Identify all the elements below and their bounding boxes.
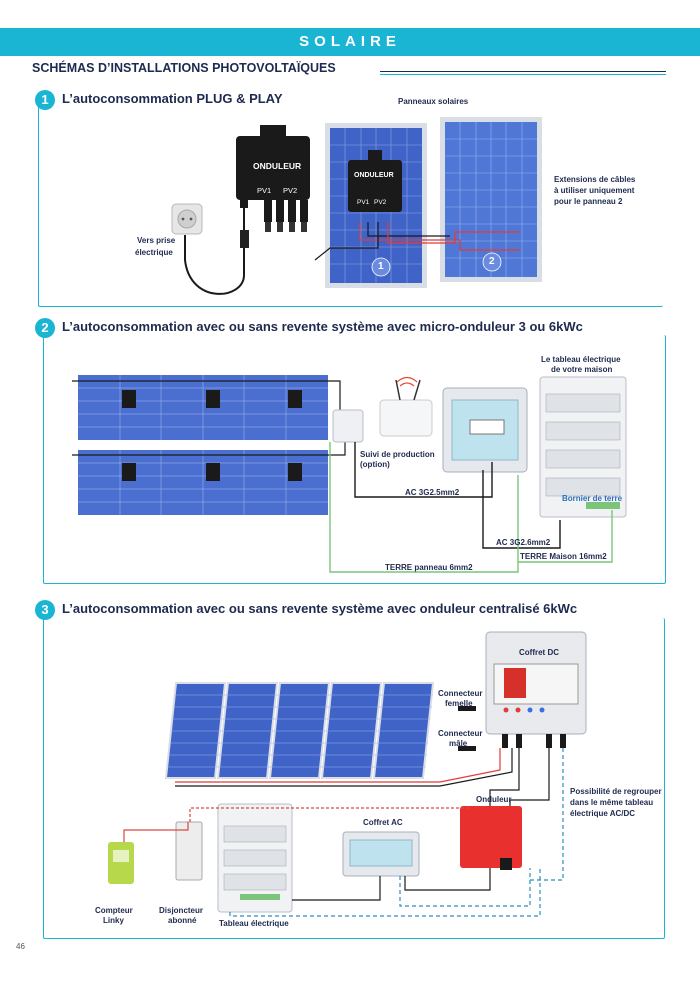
regroup-label-2: dans le même tableau	[570, 798, 654, 807]
pv1-label-small: PV1	[357, 199, 370, 206]
tableau-label: Tableau électrique	[219, 919, 289, 928]
monitor-label-2: (option)	[360, 460, 390, 469]
section-1-number: 1	[35, 90, 55, 110]
compteur-label-1: Compteur	[95, 906, 133, 915]
bornier-label: Bornier de terre	[562, 494, 623, 503]
page-heading: SCHÉMAS D’INSTALLATIONS PHOTOVOLTAÏQUES	[32, 61, 336, 75]
cable-ac-2-6: AC 3G2.6mm2	[496, 538, 551, 547]
socket-label-1: Vers prise	[137, 236, 176, 245]
section-2-title: L’autoconsommation avec ou sans revente …	[62, 319, 583, 334]
panel-array	[164, 682, 435, 779]
extension-label-2: à utiliser uniquement	[554, 186, 635, 195]
terre-panneau-label: TERRE panneau 6mm2	[385, 563, 473, 572]
panels-label: Panneaux solaires	[398, 97, 469, 106]
onduleur-label: Onduleur	[476, 795, 512, 804]
terre-maison-label: TERRE Maison 16mm2	[520, 552, 607, 561]
cable-ac-2-5: AC 3G2.5mm2	[405, 488, 460, 497]
connecteur-male-label-2: mâle	[449, 739, 468, 748]
pv2-label: PV2	[283, 186, 298, 195]
inverter-label-small: ONDULEUR	[354, 172, 394, 179]
section-banner	[0, 28, 700, 56]
monitor-label-1: Suivi de production	[360, 450, 435, 459]
heading-rule-accent	[380, 74, 666, 75]
disjoncteur-label-2: abonné	[168, 916, 197, 925]
disjoncteur-label-1: Disjoncteur	[159, 906, 204, 915]
panel-1-number: 1	[378, 261, 384, 272]
board-label-1: Le tableau électrique	[541, 355, 621, 364]
panel-2-number: 2	[489, 256, 495, 267]
compteur-label-2: Linky	[103, 916, 124, 925]
banner-title: SOLAIRE	[299, 33, 401, 50]
connecteur-femelle-label-1: Connecteur	[438, 689, 483, 698]
solar-panel-2	[440, 117, 542, 282]
regroup-label-3: électrique AC/DC	[570, 809, 636, 818]
pv2-label-small: PV2	[374, 199, 387, 206]
inverter-label: ONDULEUR	[253, 161, 302, 171]
coffret-dc-label: Coffret DC	[519, 648, 559, 657]
extension-label-3: pour le panneau 2	[554, 197, 623, 206]
board-label-2: de votre maison	[551, 365, 613, 374]
extension-label-1: Extensions de câbles	[554, 175, 636, 184]
socket-label-2: électrique	[135, 248, 173, 257]
section-2-number: 2	[35, 318, 55, 338]
heading-rule	[380, 71, 666, 72]
connecteur-femelle-label-2: femelle	[445, 699, 473, 708]
connecteur-male-label-1: Connecteur	[438, 729, 483, 738]
pv1-label: PV1	[257, 186, 272, 195]
section-1-title: L’autoconsommation PLUG & PLAY	[62, 91, 283, 106]
regroup-label-1: Possibilité de regrouper	[570, 787, 662, 796]
micro-inverter-diagram	[72, 375, 627, 573]
panel-row-bottom	[78, 450, 328, 515]
section-3-number: 3	[35, 600, 55, 620]
coffret-ac-label: Coffret AC	[363, 818, 403, 827]
section-3-title: L’autoconsommation avec ou sans revente …	[62, 601, 578, 616]
page-number: 46	[16, 942, 25, 951]
plug-and-play-diagram	[171, 117, 542, 295]
panel-row-top	[78, 375, 328, 440]
